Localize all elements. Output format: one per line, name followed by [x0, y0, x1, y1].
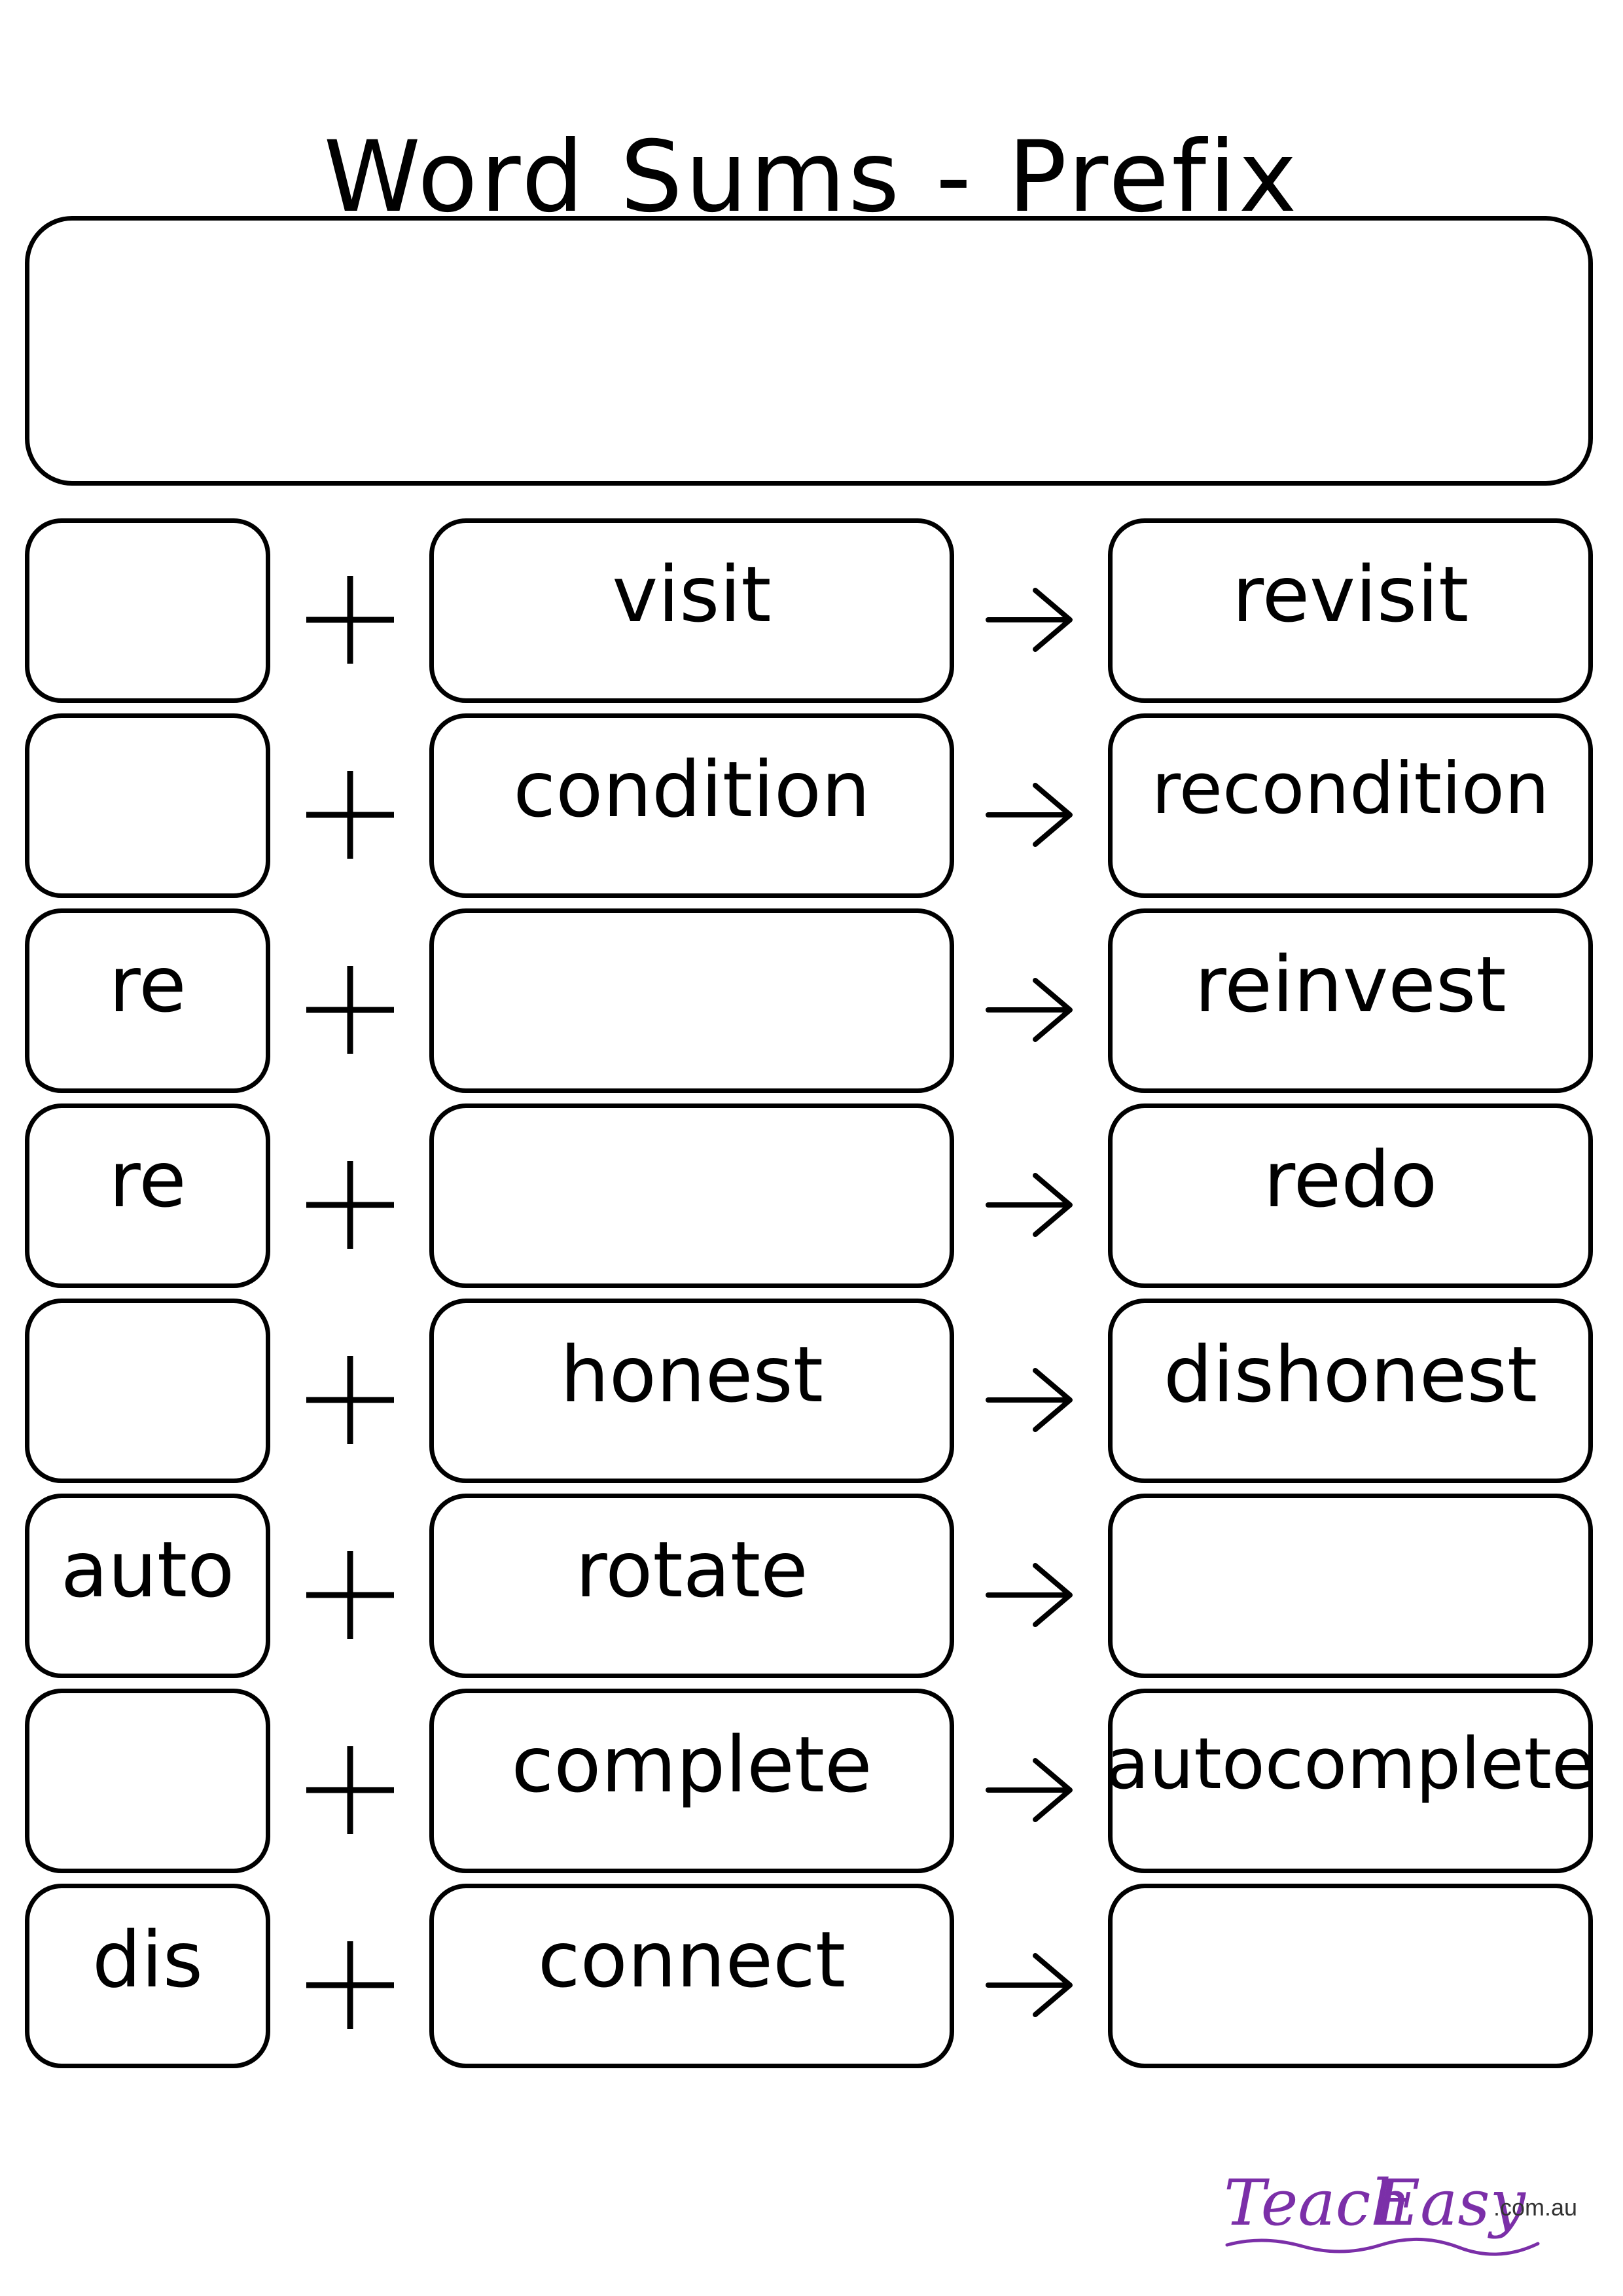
result-word-box[interactable]: recondition: [1108, 713, 1593, 898]
plus-icon: [294, 1344, 406, 1456]
arrow-right-icon: [975, 1734, 1086, 1846]
arrow-right-icon: [975, 759, 1086, 870]
base-word-box[interactable]: rotate: [429, 1494, 954, 1678]
logo-domain: .com.au: [1493, 2194, 1578, 2221]
word-sum-row: visit revisit: [0, 518, 1623, 703]
base-word-box[interactable]: complete: [429, 1689, 954, 1873]
base-word-box[interactable]: [429, 1103, 954, 1288]
prefix-box[interactable]: [25, 713, 270, 898]
result-word-text: redo: [1263, 1134, 1438, 1225]
plus-icon: [294, 1149, 406, 1261]
base-word-box[interactable]: [429, 908, 954, 1093]
base-word-box[interactable]: visit: [429, 518, 954, 703]
logo-text-teach: Teach: [1224, 2166, 1412, 2240]
base-word-box[interactable]: condition: [429, 713, 954, 898]
plus-icon: [294, 1734, 406, 1846]
base-word-text: condition: [513, 744, 870, 834]
title-box[interactable]: [25, 216, 1593, 486]
plus-icon: [294, 759, 406, 870]
result-word-text: recondition: [1151, 748, 1550, 830]
base-word-box[interactable]: honest: [429, 1299, 954, 1483]
plus-icon: [294, 1539, 406, 1651]
arrow-right-icon: [975, 1929, 1086, 2041]
plus-icon: [294, 1929, 406, 2041]
result-word-box[interactable]: [1108, 1884, 1593, 2068]
base-word-text: connect: [537, 1914, 846, 2005]
arrow-right-icon: [975, 1539, 1086, 1651]
prefix-box[interactable]: re: [25, 1103, 270, 1288]
page-title: Word Sums - Prefix: [323, 120, 1300, 234]
prefix-box[interactable]: [25, 1299, 270, 1483]
prefix-text: dis: [92, 1914, 204, 2005]
prefix-box[interactable]: [25, 518, 270, 703]
result-word-box[interactable]: reinvest: [1108, 908, 1593, 1093]
result-word-box[interactable]: redo: [1108, 1103, 1593, 1288]
prefix-text: re: [109, 939, 187, 1030]
result-word-box[interactable]: autocomplete: [1105, 1689, 1596, 1873]
logo-underline-icon: [1225, 2237, 1540, 2256]
word-sum-row: condition recondition: [0, 713, 1623, 898]
logo-text-easy: Easy: [1374, 2166, 1525, 2240]
plus-icon: [294, 954, 406, 1066]
teach-easy-logo: Teach Easy .com.au: [1224, 2166, 1590, 2256]
word-sum-row: auto rotate: [0, 1494, 1623, 1678]
base-word-box[interactable]: connect: [429, 1884, 954, 2068]
base-word-text: rotate: [575, 1524, 808, 1615]
word-sum-row: re reinvest: [0, 908, 1623, 1093]
arrow-right-icon: [975, 564, 1086, 675]
word-sum-row: dis connect: [0, 1884, 1623, 2068]
word-sum-row: honest dishonest: [0, 1299, 1623, 1483]
base-word-text: honest: [560, 1329, 824, 1420]
prefix-text: auto: [60, 1524, 235, 1615]
result-word-box[interactable]: dishonest: [1108, 1299, 1593, 1483]
result-word-text: autocomplete: [1105, 1723, 1596, 1805]
result-word-box[interactable]: revisit: [1108, 518, 1593, 703]
prefix-box[interactable]: auto: [25, 1494, 270, 1678]
base-word-text: visit: [612, 549, 772, 639]
prefix-text: re: [109, 1134, 187, 1225]
result-word-text: revisit: [1232, 549, 1469, 639]
plus-icon: [294, 564, 406, 675]
prefix-box[interactable]: [25, 1689, 270, 1873]
word-sum-row: complete autocomplete: [0, 1689, 1623, 1873]
word-sum-row: re redo: [0, 1103, 1623, 1288]
result-word-box[interactable]: [1108, 1494, 1593, 1678]
arrow-right-icon: [975, 954, 1086, 1066]
arrow-right-icon: [975, 1344, 1086, 1456]
result-word-text: dishonest: [1163, 1329, 1538, 1420]
base-word-text: complete: [511, 1719, 872, 1810]
arrow-right-icon: [975, 1149, 1086, 1261]
prefix-box[interactable]: dis: [25, 1884, 270, 2068]
prefix-box[interactable]: re: [25, 908, 270, 1093]
result-word-text: reinvest: [1194, 939, 1507, 1030]
